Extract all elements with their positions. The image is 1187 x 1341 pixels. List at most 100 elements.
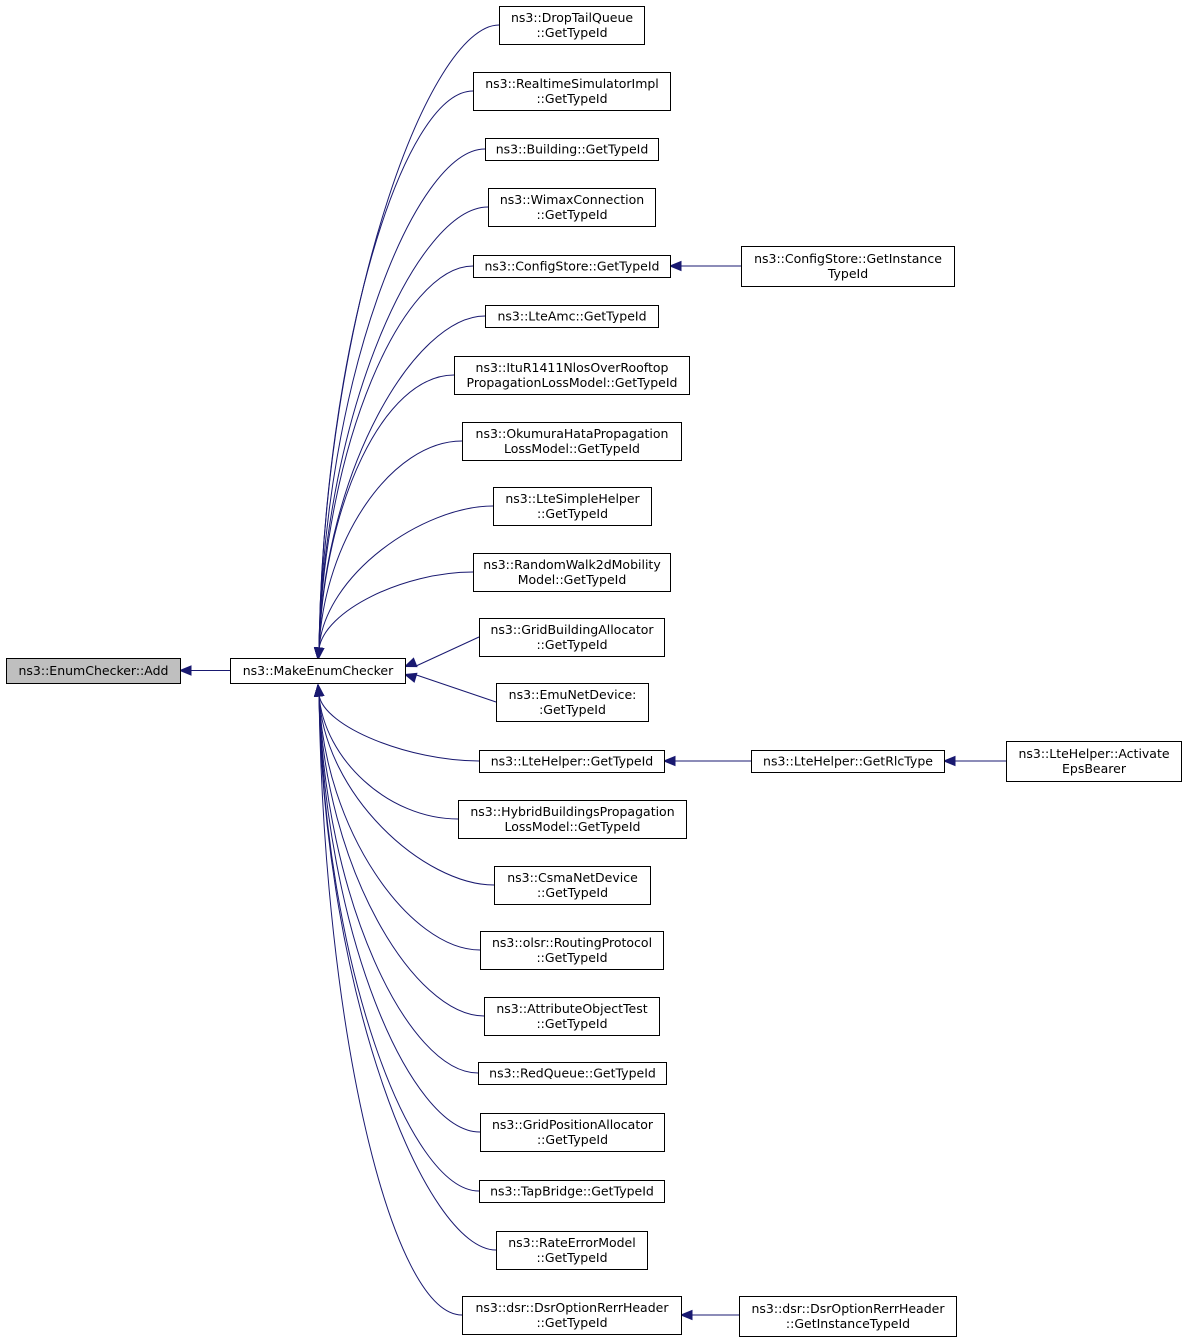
node-rateerror-label-0: ns3::RateErrorModel: [508, 1235, 635, 1250]
node-dsr-label-0: ns3::dsr::DsrOptionRerrHeader: [476, 1300, 670, 1315]
edge-droptail-to-make: [318, 24, 500, 650]
node-attrtest-box: [484, 997, 660, 1036]
node-itur[interactable]: ns3::ItuR1411NlosOverRooftopPropagationL…: [454, 356, 690, 395]
node-gridpos-label-0: ns3::GridPositionAllocator: [492, 1117, 654, 1132]
node-tapbridge[interactable]: ns3::TapBridge::GetTypeId: [479, 1180, 665, 1203]
edge-dsr-to-make-arrowhead: [313, 683, 325, 697]
node-hybrid-label-0: ns3::HybridBuildingsPropagation: [470, 804, 674, 819]
node-droptail[interactable]: ns3::DropTailQueue::GetTypeId: [499, 6, 645, 45]
node-activate-label-1: EpsBearer: [1062, 761, 1127, 776]
node-configstore[interactable]: ns3::ConfigStore::GetTypeId: [473, 255, 671, 278]
edge-randomwalk-to-make: [318, 571, 474, 650]
edge-tapbridge-to-make: [318, 694, 480, 1192]
node-lteamc-box: [485, 305, 659, 328]
node-droptail-box: [499, 6, 645, 45]
node-add[interactable]: ns3::EnumChecker::Add: [6, 658, 181, 684]
node-droptail-label-1: ::GetTypeId: [536, 25, 607, 40]
node-rlctype[interactable]: ns3::LteHelper::GetRlcType: [751, 750, 945, 773]
node-rateerror[interactable]: ns3::RateErrorModel::GetTypeId: [496, 1231, 648, 1270]
node-configinst-label-1: TypeId: [827, 266, 868, 281]
edge-olsr-to-make: [318, 694, 481, 951]
edge-configinst-to-configstore-arrowhead: [668, 260, 682, 272]
node-ltesimple-label-1: ::GetTypeId: [537, 506, 608, 521]
node-configstore-box: [473, 255, 671, 278]
edge-redqueue-to-make: [318, 694, 479, 1074]
node-hybrid-label-1: LossModel::GetTypeId: [505, 819, 641, 834]
node-randomwalk-label-0: ns3::RandomWalk2dMobility: [483, 557, 661, 572]
node-csma[interactable]: ns3::CsmaNetDevice::GetTypeId: [494, 866, 651, 905]
node-dsr-box: [462, 1296, 682, 1335]
node-dsr[interactable]: ns3::dsr::DsrOptionRerrHeader::GetTypeId: [462, 1296, 682, 1335]
edge-dsrinst-to-dsr-arrowhead: [679, 1309, 693, 1321]
edge-building-to-make: [318, 148, 486, 650]
node-rateerror-box: [496, 1231, 648, 1270]
node-olsr[interactable]: ns3::olsr::RoutingProtocol::GetTypeId: [480, 931, 664, 970]
node-ltesimple[interactable]: ns3::LteSimpleHelper::GetTypeId: [493, 487, 652, 526]
node-add-box: [6, 658, 181, 684]
node-gridbuilding-label-0: ns3::GridBuildingAllocator: [490, 622, 654, 637]
edge-realtime-to-make: [318, 90, 474, 650]
node-realtime[interactable]: ns3::RealtimeSimulatorImpl::GetTypeId: [473, 72, 671, 111]
node-emunet-label-0: ns3::EmuNetDevice:: [509, 687, 637, 702]
node-dsrinst-label-1: ::GetInstanceTypeId: [786, 1316, 910, 1331]
node-redqueue[interactable]: ns3::RedQueue::GetTypeId: [478, 1062, 667, 1085]
edge-activate-to-rlctype-arrowhead: [942, 755, 956, 767]
node-itur-box: [454, 356, 690, 395]
node-emunet-label-1: :GetTypeId: [539, 702, 606, 717]
node-okumura[interactable]: ns3::OkumuraHataPropagationLossModel::Ge…: [462, 422, 682, 461]
node-dsr-label-1: ::GetTypeId: [536, 1315, 607, 1330]
node-emunet-box: [496, 683, 649, 722]
node-rlctype-box: [751, 750, 945, 773]
node-hybrid[interactable]: ns3::HybridBuildingsPropagationLossModel…: [458, 800, 687, 839]
node-randomwalk-label-1: Model::GetTypeId: [518, 572, 627, 587]
node-csma-label-1: ::GetTypeId: [537, 885, 608, 900]
node-lteamc[interactable]: ns3::LteAmc::GetTypeId: [485, 305, 659, 328]
node-hybrid-box: [458, 800, 687, 839]
node-wimax-box: [488, 188, 656, 227]
node-wimax-label-0: ns3::WimaxConnection: [500, 192, 644, 207]
edge-configstore-to-make: [318, 265, 474, 650]
node-activate-box: [1006, 741, 1182, 782]
node-ltehelper[interactable]: ns3::LteHelper::GetTypeId: [479, 750, 665, 773]
node-okumura-box: [462, 422, 682, 461]
edge-okumura-to-make: [318, 440, 463, 650]
edge-gridbuilding-to-make: [414, 636, 480, 667]
node-gridpos[interactable]: ns3::GridPositionAllocator::GetTypeId: [480, 1113, 665, 1152]
node-tapbridge-label-0: ns3::TapBridge::GetTypeId: [490, 1184, 654, 1199]
node-olsr-label-0: ns3::olsr::RoutingProtocol: [492, 935, 652, 950]
node-dsrinst[interactable]: ns3::dsr::DsrOptionRerrHeader::GetInstan…: [739, 1296, 957, 1337]
node-redqueue-box: [478, 1062, 667, 1085]
node-dsrinst-box: [739, 1296, 957, 1337]
node-wimax-label-1: ::GetTypeId: [536, 207, 607, 222]
node-ltehelper-label-0: ns3::LteHelper::GetTypeId: [491, 754, 654, 769]
edge-rateerror-to-make: [318, 694, 497, 1251]
node-attrtest[interactable]: ns3::AttributeObjectTest::GetTypeId: [484, 997, 660, 1036]
node-itur-label-1: PropagationLossModel::GetTypeId: [467, 375, 678, 390]
node-itur-label-0: ns3::ItuR1411NlosOverRooftop: [476, 360, 669, 375]
node-ltesimple-box: [493, 487, 652, 526]
node-realtime-label-0: ns3::RealtimeSimulatorImpl: [485, 76, 659, 91]
node-csma-box: [494, 866, 651, 905]
node-gridpos-box: [480, 1113, 665, 1152]
node-olsr-box: [480, 931, 664, 970]
node-randomwalk[interactable]: ns3::RandomWalk2dMobilityModel::GetTypeI…: [473, 553, 671, 592]
node-okumura-label-0: ns3::OkumuraHataPropagation: [476, 426, 669, 441]
node-building[interactable]: ns3::Building::GetTypeId: [485, 138, 659, 161]
edge-itur-to-make: [318, 374, 455, 650]
node-emunet[interactable]: ns3::EmuNetDevice::GetTypeId: [496, 683, 649, 722]
edge-randomwalk-to-make-arrowhead: [313, 647, 325, 661]
node-redqueue-label-0: ns3::RedQueue::GetTypeId: [489, 1066, 656, 1081]
edge-dsr-to-make: [318, 694, 463, 1316]
edge-ltehelper-to-make: [318, 694, 480, 762]
edge-make-to-add-arrowhead: [178, 665, 192, 676]
node-gridbuilding[interactable]: ns3::GridBuildingAllocator::GetTypeId: [479, 618, 665, 657]
node-make-box: [230, 658, 406, 684]
node-configinst[interactable]: ns3::ConfigStore::GetInstanceTypeId: [741, 246, 955, 287]
node-make[interactable]: ns3::MakeEnumChecker: [230, 658, 406, 684]
node-wimax[interactable]: ns3::WimaxConnection::GetTypeId: [488, 188, 656, 227]
node-realtime-box: [473, 72, 671, 111]
edges-layer: [178, 24, 1006, 1321]
